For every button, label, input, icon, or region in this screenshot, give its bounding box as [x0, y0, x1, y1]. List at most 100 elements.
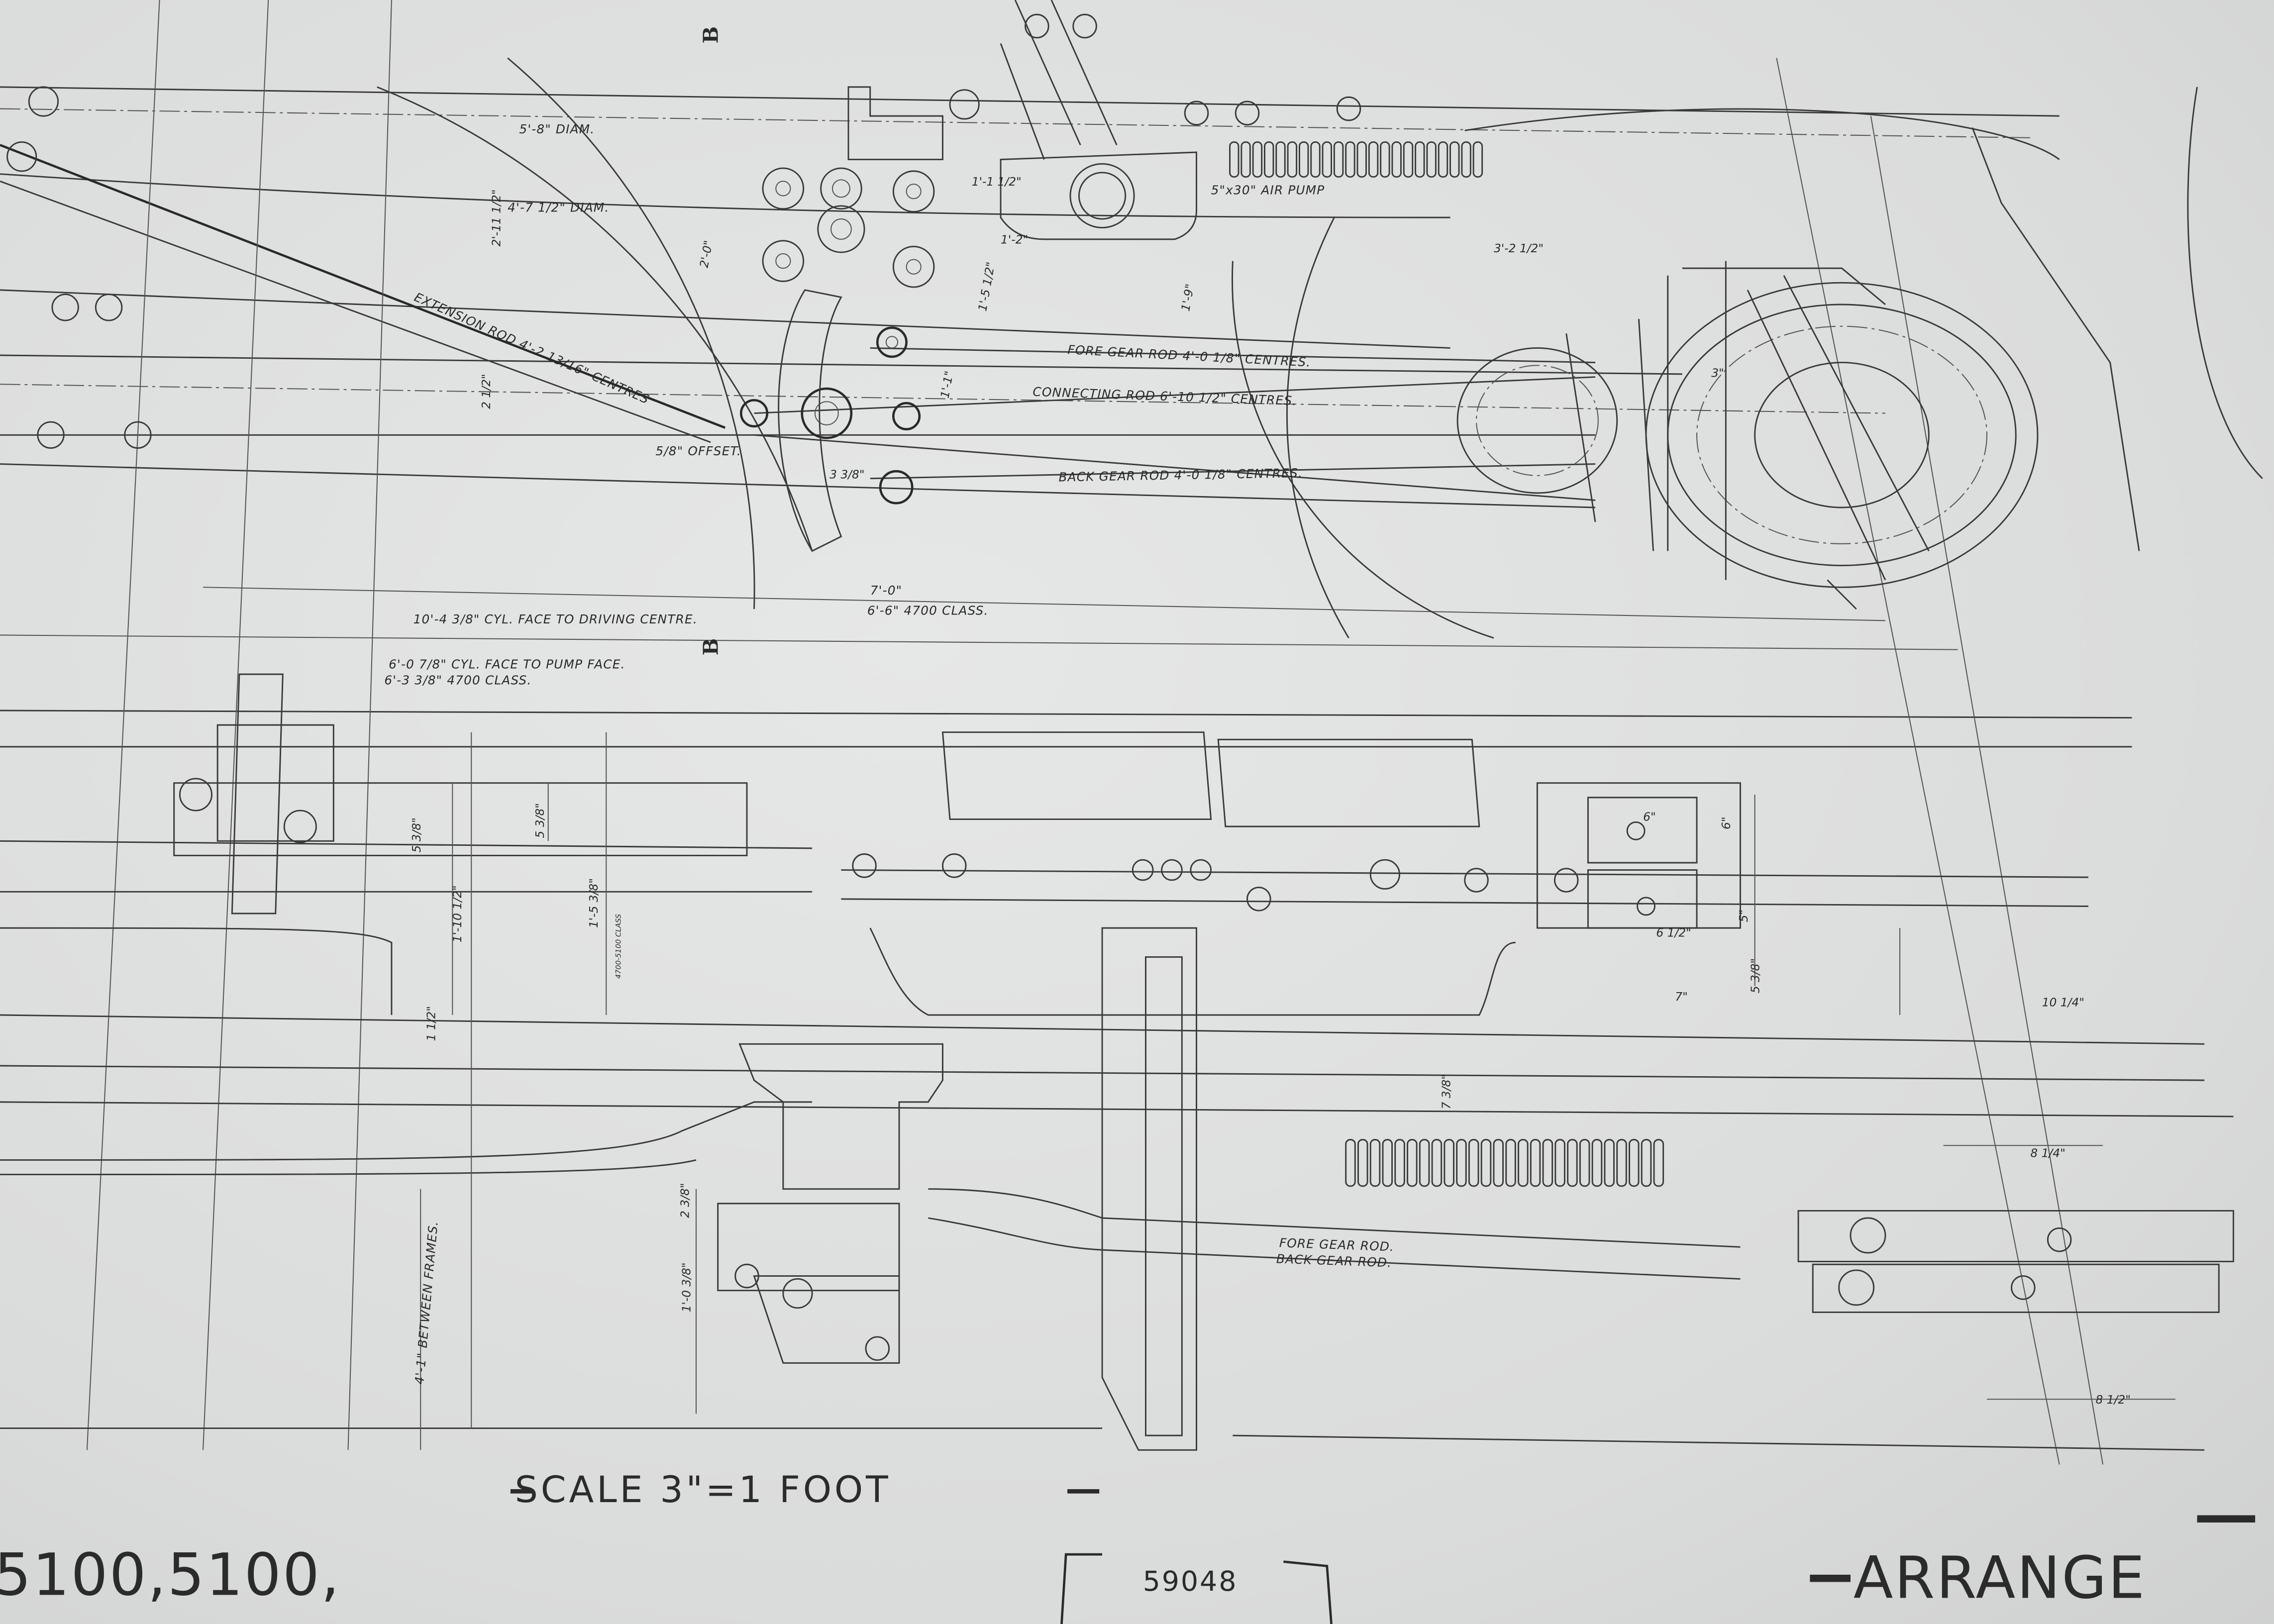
dim-8-half: 8 1/2": [2096, 1393, 2131, 1407]
dim-1-10: 1'-10 1/2": [451, 885, 464, 942]
label-6-6-class: 6'-6" 4700 CLASS.: [867, 604, 989, 618]
title-dash: [1810, 1574, 1851, 1582]
spring-coil: [1357, 1139, 1368, 1187]
label-diam-outer: 5'-8" DIAM.: [519, 122, 595, 136]
air-pump-spring-upper: [1229, 141, 1483, 178]
dim-1-2: 1'-2": [1001, 233, 1028, 247]
spring-coil: [1493, 1139, 1504, 1187]
spring-coil: [1468, 1139, 1479, 1187]
spring-coil: [1287, 141, 1298, 178]
label-cyl-to-driving: 10'-4 3/8" CYL. FACE TO DRIVING CENTRE.: [413, 612, 698, 626]
label-between-frames: 4'-1" BETWEEN FRAMES.: [412, 1220, 441, 1385]
dim-1-0-3: 1'-0 3/8": [680, 1262, 693, 1312]
label-cyl-to-pump: 6'-0 7/8" CYL. FACE TO PUMP FACE.: [389, 657, 625, 671]
spring-coil: [1449, 141, 1460, 178]
spring-coil: [1368, 141, 1379, 178]
spring-coil: [1505, 1139, 1516, 1187]
dim-2-half: 2 1/2": [480, 374, 493, 408]
label-offset: 5/8" OFFSET.: [655, 444, 741, 458]
spring-coil: [1415, 141, 1425, 178]
spring-coil: [1345, 1139, 1356, 1187]
scale-label: SCALE 3"=1 FOOT: [515, 1469, 891, 1511]
spring-coil: [1554, 1139, 1565, 1187]
spring-coil: [1653, 1139, 1664, 1187]
valve-gear-pins: [6, 0, 1361, 552]
dim-1-9: 1'-9": [1179, 283, 1197, 312]
spring-coil: [1426, 141, 1437, 178]
spring-coil: [1444, 1139, 1454, 1187]
spring-coil: [1322, 141, 1333, 178]
spring-coil: [1369, 1139, 1381, 1187]
dim-7-3: 7 3/8": [1440, 1074, 1453, 1109]
spring-coil: [1298, 141, 1309, 178]
label-fore-gear-rod-upper: FORE GEAR ROD 4'-0 1/8" CENTRES.: [1067, 342, 1311, 370]
section-mark-mid: B: [699, 638, 723, 655]
spring-coil: [1518, 1139, 1529, 1187]
class-numbers: 5100,5100,: [0, 1542, 341, 1609]
spring-coil: [1542, 1139, 1553, 1187]
spring-coil: [1419, 1139, 1430, 1187]
spring-coil: [1356, 141, 1367, 178]
spring-coil: [1591, 1139, 1603, 1187]
spring-coil: [1394, 1139, 1405, 1187]
spring-coil: [1407, 1139, 1418, 1187]
dim-5-3c: 5 3/8": [1749, 958, 1762, 993]
spring-coil: [1629, 1139, 1640, 1187]
dim-1-half: 1 1/2": [424, 1006, 438, 1041]
dim-3-3: 3 3/8": [829, 468, 864, 482]
scale-dash-left: [510, 1489, 534, 1494]
spring-coil: [1403, 141, 1414, 178]
spring-coil: [1240, 141, 1251, 178]
dim-5-3b: 5 3/8": [533, 803, 547, 838]
spring-coil: [1472, 141, 1483, 178]
spring-coil: [1275, 141, 1286, 178]
dim-8-1: 8 1/4": [2030, 1147, 2065, 1160]
label-back-gear-rod-lower: BACK GEAR ROD.: [1276, 1251, 1392, 1270]
dim-1-5: 1'-5 1/2": [976, 261, 998, 312]
label-connecting-rod: CONNECTING ROD 6'-10 1/2" CENTRES.: [1033, 385, 1297, 408]
dim-2-11: 2'-11 1/2": [490, 190, 504, 247]
label-extension-rod: EXTENSION ROD 4'-2 13/16" CENTRES: [412, 290, 651, 407]
spring-coil: [1382, 1139, 1393, 1187]
spring-coil: [1456, 1139, 1467, 1187]
title-dash-upper: [2197, 1515, 2256, 1522]
spring-coil: [1229, 141, 1240, 178]
dim-6-half: 6 1/2": [1656, 926, 1691, 940]
air-pump-spring-lower: [1345, 1139, 1664, 1187]
spring-coil: [1264, 141, 1274, 178]
spring-coil: [1438, 141, 1448, 178]
spring-coil: [1431, 1139, 1443, 1187]
label-back-gear-rod-upper: BACK GEAR ROD 4'-0 1/8" CENTRES.: [1058, 466, 1303, 485]
title-fragment: ARRANGE: [1854, 1545, 2146, 1612]
spring-coil: [1461, 141, 1471, 178]
dim-4700: 4700-5100 CLASS: [614, 914, 622, 979]
label-7-0: 7'-0": [870, 583, 902, 598]
dim-1-5-3: 1'-5 3/8": [587, 878, 601, 928]
spring-coil: [1480, 1139, 1492, 1187]
spring-coil: [1641, 1139, 1652, 1187]
dim-5: 5": [1737, 910, 1751, 922]
spring-coil: [1616, 1139, 1627, 1187]
label-air-pump: 5"x30" AIR PUMP: [1211, 183, 1325, 198]
dim-3: 3": [1711, 367, 1724, 380]
section-mark-top: B: [699, 26, 723, 43]
drawing-number: 59048: [1143, 1566, 1238, 1598]
dim-6a: 6": [1643, 810, 1656, 823]
dim-10-1: 10 1/4": [2042, 996, 2084, 1010]
dim-5-3a: 5 3/8": [410, 817, 423, 852]
spring-coil: [1604, 1139, 1615, 1187]
label-diam-inner: 4'-7 1/2" DIAM.: [508, 200, 609, 214]
upper-view-linework: [0, 0, 2263, 1465]
scale-dash-right: [1067, 1489, 1100, 1494]
spring-coil: [1310, 141, 1321, 178]
spring-coil: [1579, 1139, 1590, 1187]
eccentric-assembly: [1456, 261, 2039, 610]
label-fore-gear-rod-lower: FORE GEAR ROD.: [1279, 1235, 1394, 1254]
drawing-number-bracket: [1060, 1553, 1333, 1624]
title-block: SCALE 3"=1 FOOT 5100,5100, 59048 ARRANGE: [0, 1469, 2256, 1624]
spring-coil: [1391, 141, 1402, 178]
dim-6b: 6": [1720, 816, 1733, 829]
dim-1-1-half: 1'-1 1/2": [972, 175, 1022, 189]
annotations: 5'-8" DIAM. 4'-7 1/2" DIAM. EXTENSION RO…: [384, 26, 1394, 1385]
